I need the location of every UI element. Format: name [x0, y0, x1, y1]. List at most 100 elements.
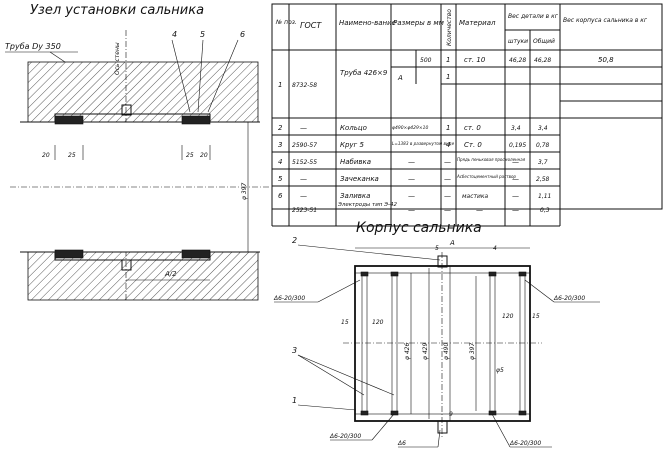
- r5-w-total: 2,58: [536, 176, 550, 183]
- r1-gost: 8732-58: [292, 82, 317, 89]
- dim-dia-397-right: φ 397: [469, 343, 476, 361]
- hdr-num: № поз.: [275, 19, 297, 26]
- r1-w-total: 46,28: [534, 57, 551, 64]
- hdr-material: Материал: [459, 19, 496, 27]
- r5-material: Асбестоцементный раствор: [456, 174, 516, 179]
- r1-w-unit: 46,28: [509, 57, 526, 64]
- weld-3-leader: [371, 413, 395, 441]
- r3-material: Ст. 0: [464, 141, 482, 149]
- lug-bottom: [437, 420, 448, 434]
- weld-dot: [518, 271, 527, 277]
- callout-6-leader: [207, 39, 239, 113]
- weld-dot: [390, 410, 399, 416]
- dim-15-left: 15: [341, 319, 349, 326]
- r4-material: Прядь пеньковая просмоленная: [457, 157, 526, 162]
- rod-2: [391, 272, 398, 415]
- right-callout-1: 1: [292, 396, 297, 405]
- rod-4: [519, 272, 526, 415]
- weld-4-leader: [437, 429, 441, 448]
- left-view-title: Узел установки сальника: [30, 3, 204, 18]
- r4-w-total: 3,7: [538, 159, 548, 166]
- r3-w-unit: 0,195: [509, 142, 526, 149]
- dim-a: А: [449, 239, 455, 247]
- hdr-gost: ГОСТ: [300, 21, 322, 30]
- left-callout-6: 6: [240, 30, 245, 39]
- table-border: [271, 3, 663, 210]
- weld-dot: [360, 410, 369, 416]
- r7-size: —: [408, 206, 415, 214]
- dim-5: 5: [435, 245, 439, 252]
- r5-qty: —: [444, 175, 451, 183]
- callout-5-leader: [197, 39, 204, 113]
- callout-4-leader: [171, 39, 191, 113]
- hdr-qty: Количество: [446, 9, 453, 46]
- packing-left-top: [54, 115, 84, 125]
- r3-size: L=1383 в развернутом виде: [392, 141, 455, 146]
- r2-name: Кольцо: [340, 124, 367, 132]
- r3-num: 3: [278, 141, 282, 149]
- r6-num: 6: [278, 192, 283, 200]
- pipe-label: Труба Dу 350: [5, 42, 61, 51]
- r4-size: —: [408, 158, 415, 166]
- hdr-size: Размеры в мм: [393, 19, 445, 27]
- r7-qty: —: [444, 206, 451, 214]
- rod-1: [361, 272, 368, 415]
- r1-size-a: А: [397, 74, 403, 82]
- r6-w-total: 1,11: [538, 193, 551, 200]
- rod-3: [489, 272, 496, 415]
- r4-w-unit: —: [512, 158, 519, 166]
- r4-name: Набивка: [340, 158, 371, 166]
- ring-top: [121, 104, 132, 116]
- callout-3-leader-b: [297, 354, 395, 396]
- r1-qty: 1: [446, 56, 450, 64]
- r2-num: 2: [278, 124, 283, 132]
- r4-num: 4: [278, 158, 282, 166]
- weld-dot: [488, 271, 497, 277]
- weld-1-leader: [317, 279, 361, 303]
- r1-w-body: 50,8: [598, 56, 614, 64]
- weld-5-leader: [491, 413, 511, 448]
- packing-left-bottom: [54, 249, 84, 259]
- left-callout-4: 4: [172, 30, 177, 39]
- r5-name: Зачеканка: [340, 175, 379, 183]
- hdr-name: Наимено-вание: [339, 19, 396, 27]
- hdr-weight-unit: штуки: [508, 38, 528, 45]
- pipe-label-arrow: [49, 51, 66, 63]
- dim-9: 9: [449, 411, 453, 418]
- r7-name: Электроды тип Э-42: [337, 202, 397, 208]
- r2-size: φ490×φ429×10: [392, 125, 429, 131]
- callout-1-leader: [297, 404, 357, 411]
- r5-num: 5: [278, 175, 283, 183]
- dim-120-right: 120: [502, 313, 514, 320]
- packing-right-top: [181, 115, 211, 125]
- dim-120-left: 120: [372, 319, 384, 326]
- r4-gost: 5152-55: [292, 159, 317, 166]
- r7-w-unit: —: [512, 206, 519, 214]
- callout-3-leader-a: [297, 354, 365, 396]
- right-callout-3: 3: [292, 346, 297, 355]
- weld-dot: [390, 271, 399, 277]
- left-callout-5: 5: [200, 30, 205, 39]
- r2-gost: —: [300, 124, 307, 132]
- r3-qty: 4: [446, 141, 450, 149]
- wall-upper: [27, 61, 259, 123]
- spec-table: [271, 3, 663, 210]
- r2-w-total: 3,4: [538, 125, 548, 132]
- dim-25-left: 25: [68, 152, 76, 159]
- ring-bottom: [121, 259, 132, 271]
- dim-25-right: 25: [186, 152, 194, 159]
- r1-size-v: 500: [420, 57, 432, 64]
- dim-dia-429: φ 429: [422, 343, 429, 361]
- r1-material: ст. 10: [464, 56, 486, 64]
- r6-size: —: [408, 192, 415, 200]
- gland-wall-bottom: [354, 413, 531, 422]
- r5-size: —: [408, 175, 415, 183]
- packing-right-bottom: [181, 249, 211, 259]
- dim-20-right: 20: [200, 152, 208, 159]
- weld-symbol-4: Δ6: [397, 440, 406, 447]
- dim-dia-426: φ 426: [404, 343, 411, 361]
- r3-gost: 2590-57: [292, 142, 317, 149]
- r1-name: Труба 426×9: [340, 69, 388, 77]
- dim-4: 4: [493, 245, 497, 252]
